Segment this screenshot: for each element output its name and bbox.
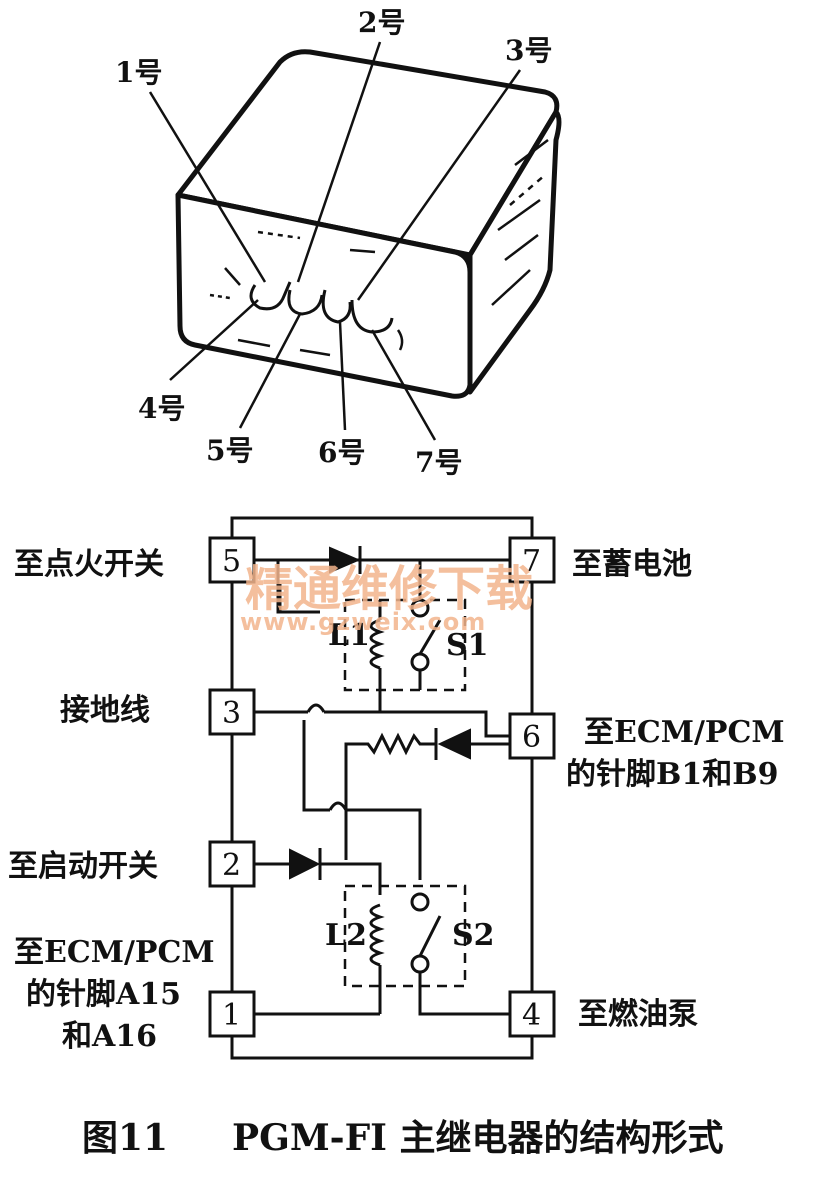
label-ground: 接地线: [60, 693, 150, 728]
schematic-wiring: [230, 516, 534, 1060]
caption-figure-number: 图11: [82, 1117, 168, 1159]
label-battery: 至蓄电池: [572, 547, 692, 582]
terminal-3-number: 3: [222, 696, 241, 731]
terminal-4-box: [508, 990, 556, 1038]
terminal-4-number: 4: [522, 998, 541, 1033]
label-start-switch: 至启动开关: [8, 849, 158, 884]
switch-s2-label: S2: [452, 918, 495, 953]
pin-callout-4: 4号: [138, 392, 185, 425]
relay-body-drawing: [175, 49, 562, 399]
terminal-6-number: 6: [522, 720, 541, 755]
label-ignition-switch: 至点火开关: [14, 547, 164, 582]
pin-callout-1: 1号: [115, 56, 162, 89]
terminal-boxes: [208, 536, 556, 1038]
label-fuel-pump: 至燃油泵: [578, 997, 698, 1032]
label-ecm-b1-line1: 至ECM/PCM: [584, 715, 785, 750]
label-ecm-a15-line3: 和A16: [62, 1019, 157, 1054]
terminal-1-number: 1: [222, 998, 241, 1033]
terminal-2-number: 2: [222, 848, 241, 883]
pin-callout-6: 6号: [318, 436, 365, 469]
terminal-3-box: [208, 688, 256, 736]
terminal-7-number: 7: [522, 544, 541, 579]
terminal-5-box: [208, 536, 256, 584]
watermark-text: 精通维修下载: [245, 561, 533, 617]
terminal-7-box: [508, 536, 556, 584]
watermark-url: www.gzweix.com: [240, 608, 486, 636]
switch-s1-label: S1: [446, 628, 489, 663]
pin-callout-3: 3号: [505, 34, 552, 67]
pin-callout-5: 5号: [206, 434, 253, 467]
callout-leaders: [148, 41, 522, 441]
caption-title: PGM-FI 主继电器的结构形式: [232, 1117, 724, 1159]
coil-l2-label: L2: [325, 918, 367, 953]
terminal-5-number: 5: [222, 544, 241, 579]
pin-callout-7: 7号: [415, 446, 462, 479]
label-ecm-b1-line2: 的针脚B1和B9: [566, 757, 778, 792]
terminal-1-box: [208, 990, 256, 1038]
label-ecm-a15-line2: 的针脚A15: [26, 977, 181, 1012]
terminal-6-box: [508, 712, 556, 760]
pin-callout-2: 2号: [358, 6, 405, 39]
coil-l1-label: L1: [328, 618, 370, 653]
terminal-2-box: [208, 840, 256, 888]
label-ecm-a15-line1: 至ECM/PCM: [14, 935, 215, 970]
